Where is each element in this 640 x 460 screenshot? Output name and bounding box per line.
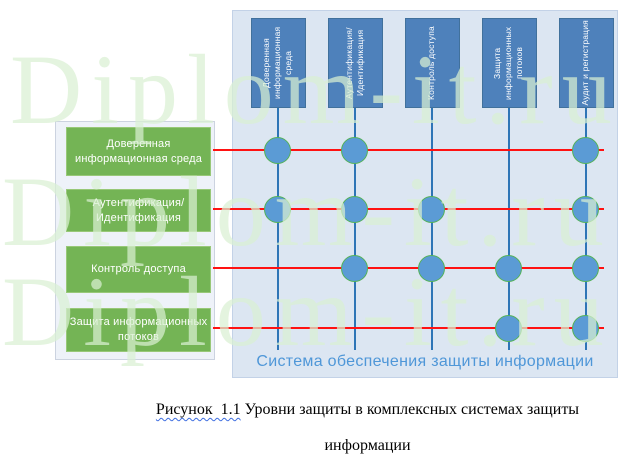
column-line-1 [277, 108, 279, 350]
intersection-circle-r3-c5 [571, 254, 599, 282]
row-label-line: потоков [117, 331, 160, 343]
column-line-2 [354, 108, 356, 350]
intersection-circle-r3-c2 [340, 254, 368, 282]
intersection-circle-r3-c4 [494, 254, 522, 282]
intersection-circle-r2-c5 [571, 195, 599, 223]
column-line-3 [431, 108, 433, 350]
intersection-circle-r2-c2 [340, 195, 368, 223]
column-box-1: Доверенная информационная среда [250, 18, 306, 108]
red-connector-line-4 [213, 327, 604, 329]
column-label: Защита информационных потоков [492, 26, 525, 100]
row-label-line: Контроль доступа [91, 263, 186, 276]
intersection-circle-r2-c1 [263, 195, 291, 223]
intersection-circle-r1-c1 [263, 136, 291, 164]
column-label: Доверенная информационная среда [261, 26, 294, 100]
red-connector-line-2 [213, 208, 604, 210]
intersection-circle-r1-c5 [571, 136, 599, 164]
intersection-circle-r2-c3 [417, 195, 445, 223]
row-label-line: Защита информационных [69, 316, 208, 329]
column-box-3: Контроль доступа [404, 18, 460, 108]
column-line-4 [508, 108, 510, 350]
caption-line-2: информации [324, 437, 411, 454]
column-box-2: Аутентификация/ Идентификация [327, 18, 383, 108]
figure-number: Рисунок 1.1 [155, 401, 241, 418]
row-label-line: информационная среда [74, 152, 203, 165]
caption-text: Уровни защиты в комплексных системах защ… [240, 401, 580, 418]
security-system-panel: Система обеспечения защиты информации До… [232, 10, 618, 378]
red-connector-line-3 [213, 267, 604, 269]
intersection-circle-r4-c4 [494, 314, 522, 342]
intersection-circle-r4-c5 [571, 314, 599, 342]
row-label-line: Доверенная [106, 137, 171, 150]
intersection-circle-r1-c2 [340, 136, 368, 164]
column-label: Контроль доступа [426, 26, 437, 100]
row-box-1: Доверенная информационная среда [66, 127, 211, 176]
row-label-line: Идентификация [95, 211, 182, 224]
column-line-5 [585, 108, 587, 350]
column-box-5: Аудит и регистрация [558, 18, 614, 108]
row-label-line: Аутентификация/ [92, 196, 185, 209]
row-box-4: Защита информационных потоков [66, 308, 211, 352]
column-label: Аутентификация/ Идентификация [343, 27, 365, 99]
red-connector-line-1 [213, 149, 604, 151]
row-box-3: Контроль доступа [66, 246, 211, 293]
panel-title: Система обеспечения защиты информации [256, 353, 594, 370]
row-box-2: Аутентификация/Идентификация [66, 189, 211, 232]
figure-caption: Рисунок 1.1 Уровни защиты в комплексных … [100, 392, 635, 460]
column-box-4: Защита информационных потоков [481, 18, 537, 108]
column-label: Аудит и регистрация [580, 20, 591, 106]
intersection-circle-r3-c3 [417, 254, 445, 282]
caption-line-1: Рисунок 1.1 Уровни защиты в комплексных … [100, 392, 635, 428]
